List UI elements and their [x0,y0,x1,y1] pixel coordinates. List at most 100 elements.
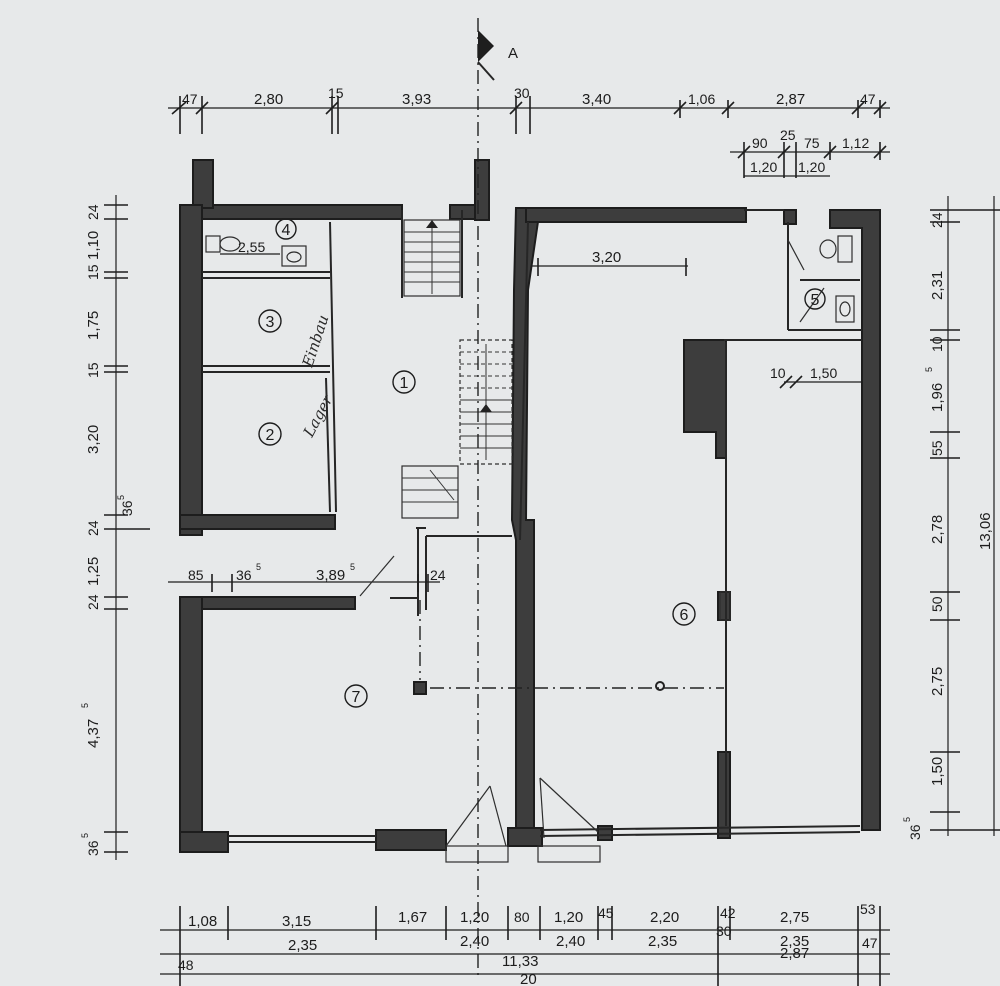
dim-top-106: 1,06 [688,91,715,107]
dim-bottom-53: 53 [860,901,876,917]
dim-top-120-b: 1,20 [798,159,825,175]
room-4-marker [275,218,297,240]
dim-corridor-36-sup: 5 [256,562,261,572]
column-round [655,681,665,691]
stairs-lower [401,465,459,519]
wall-right [829,209,881,831]
wall-room2-bottom [179,514,336,530]
toilet-bowl-left [219,236,241,252]
dim-top-90: 90 [752,135,768,151]
step-right [537,845,601,863]
section-line-a: A [477,18,518,980]
dim-top-120-a: 1,20 [750,159,777,175]
wall-center-foot [507,827,543,847]
dim-right-275: 2,75 [929,667,946,696]
dim-right-231: 2,31 [929,271,946,300]
pillar-bottom-2 [717,751,731,839]
dim-bottom-235b: 2,35 [648,933,677,950]
dim-left-125: 1,25 [85,557,102,586]
room-4-label: 4 [282,222,291,239]
dim-right-36-sup: 5 [902,817,912,822]
dim-top-112: 1,12 [842,135,869,151]
dim-top-25: 25 [780,127,796,143]
dim-bottom-1133: 11,33 [502,953,538,970]
dim-bottom-80: 80 [514,909,530,925]
room-7-label: 7 [352,689,361,706]
dim-bottom-240b: 2,40 [556,933,585,950]
dim-top-393: 3,93 [402,91,431,108]
dim-right-278: 2,78 [929,515,946,544]
stairs-center [459,339,513,465]
dim-left-36-sup: 5 [116,495,126,500]
chimney-right [683,339,727,459]
dim-right-10: 10 [929,336,945,352]
dim-corridor-389: 3,89 [316,567,345,584]
dim-shop-depth: 3,20 [592,249,621,266]
dim-right-room-10: 10 [770,365,786,381]
step-left [445,845,509,863]
room-1-marker [392,370,416,394]
wall-room7-bottom-mid [375,829,447,851]
wall-room7-left [179,596,203,853]
room-labels: 1 2 3 4 5 6 7 [258,218,826,708]
dim-left-320: 3,20 [85,425,102,454]
dim-bottom-45: 45 [598,905,614,921]
wall-top-stub [783,209,797,225]
dim-bottom-48: 48 [178,957,194,973]
wall-stub-section [474,159,490,221]
room-1-label: 1 [400,375,409,392]
dim-bottom: 1,08 3,15 1,67 1,20 80 1,20 45 2,20 42 2… [160,901,890,986]
dim-wc-width: 2,55 [238,239,265,255]
doors [445,239,825,863]
dim-bottom-315: 3,15 [282,913,311,930]
partitions [202,209,862,843]
dim-interior: 2,55 3,20 85 36 5 3,89 5 24 10 1,50 [168,239,862,597]
dim-left-36b-sup: 5 [80,833,90,838]
toilet-tank-right [837,235,853,263]
dim-bottom-120b: 1,20 [554,909,583,926]
dim-left-24c: 24 [85,594,101,610]
room-5-marker [804,288,826,310]
dim-right-50: 50 [929,596,945,612]
dim-left-36b: 36 [85,840,101,856]
dim-bottom-120a: 1,20 [460,909,489,926]
dim-bottom-235a: 2,35 [288,937,317,954]
dim-left-175: 1,75 [85,311,102,340]
fixtures [205,235,855,323]
sink-left [281,245,307,267]
wall-room7-bottom-left [179,831,229,853]
dim-left-24a: 24 [85,204,101,220]
stairs-upper [403,219,461,297]
room-6-label: 6 [680,607,689,624]
room-3-label: 3 [266,314,275,331]
door-right-leaf [539,777,599,833]
walls [179,159,881,853]
dim-right-196-sup: 5 [924,367,934,372]
dim-bottom-240a: 2,40 [460,933,489,950]
section-label: A [508,45,518,62]
dim-right-36: 36 [907,824,923,840]
dim-left-437: 4,37 [85,719,102,748]
dim-left-36: 36 [119,500,135,516]
dim-top-row1: 47 2,80 15 3,93 30 3,40 1,06 2,87 47 [168,85,890,134]
room-2-marker [258,422,282,446]
dim-bottom-30: 30 [716,923,732,939]
room-5-label: 5 [811,292,820,309]
room-6-marker [672,602,696,626]
dim-top-15: 15 [328,85,344,101]
door-left-leaf [445,785,491,847]
dim-right-150: 1,50 [929,757,946,786]
dim-bottom-total: 20 [520,971,537,986]
wall-corridor [179,596,356,610]
dim-right-55: 55 [929,440,945,456]
dim-top-47-left: 47 [182,91,198,107]
dim-left-437-sup: 5 [80,703,90,708]
dim-right-196: 1,96 [929,383,946,412]
dim-left: 24 1,10 15 1,75 15 3,20 24 36 5 1,25 24 … [80,195,150,860]
dim-bottom-42: 42 [720,905,736,921]
wall-top-mid [449,204,479,220]
dim-left-15a: 15 [85,264,101,280]
dim-corridor-36: 36 [236,567,252,583]
dim-left-15b: 15 [85,362,101,378]
